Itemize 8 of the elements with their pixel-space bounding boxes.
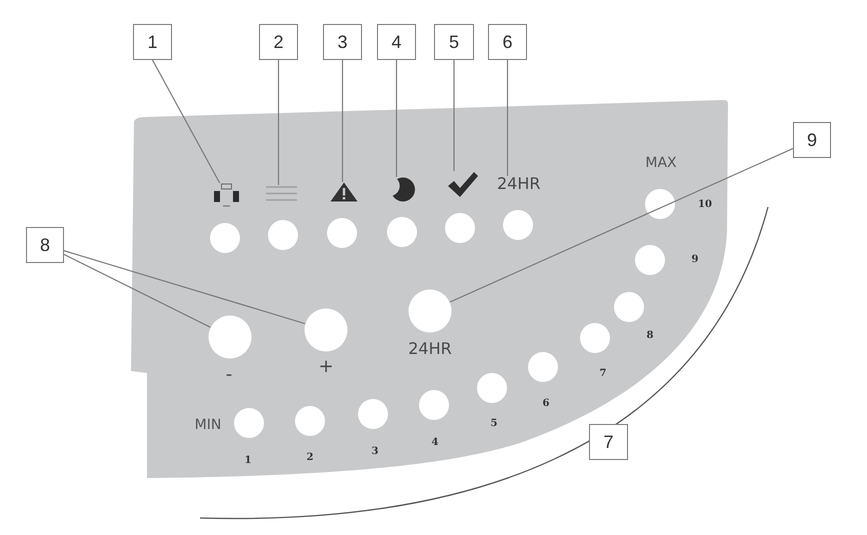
callout-number: 6 bbox=[488, 24, 527, 60]
callout-number: 1 bbox=[133, 24, 172, 60]
callout-number: 9 bbox=[793, 122, 831, 158]
callout-number: 4 bbox=[377, 24, 416, 60]
callout-number: 8 bbox=[26, 227, 64, 263]
callout-number: 3 bbox=[323, 24, 362, 60]
callout-number: 5 bbox=[434, 24, 474, 60]
callout-number: 2 bbox=[259, 24, 298, 60]
